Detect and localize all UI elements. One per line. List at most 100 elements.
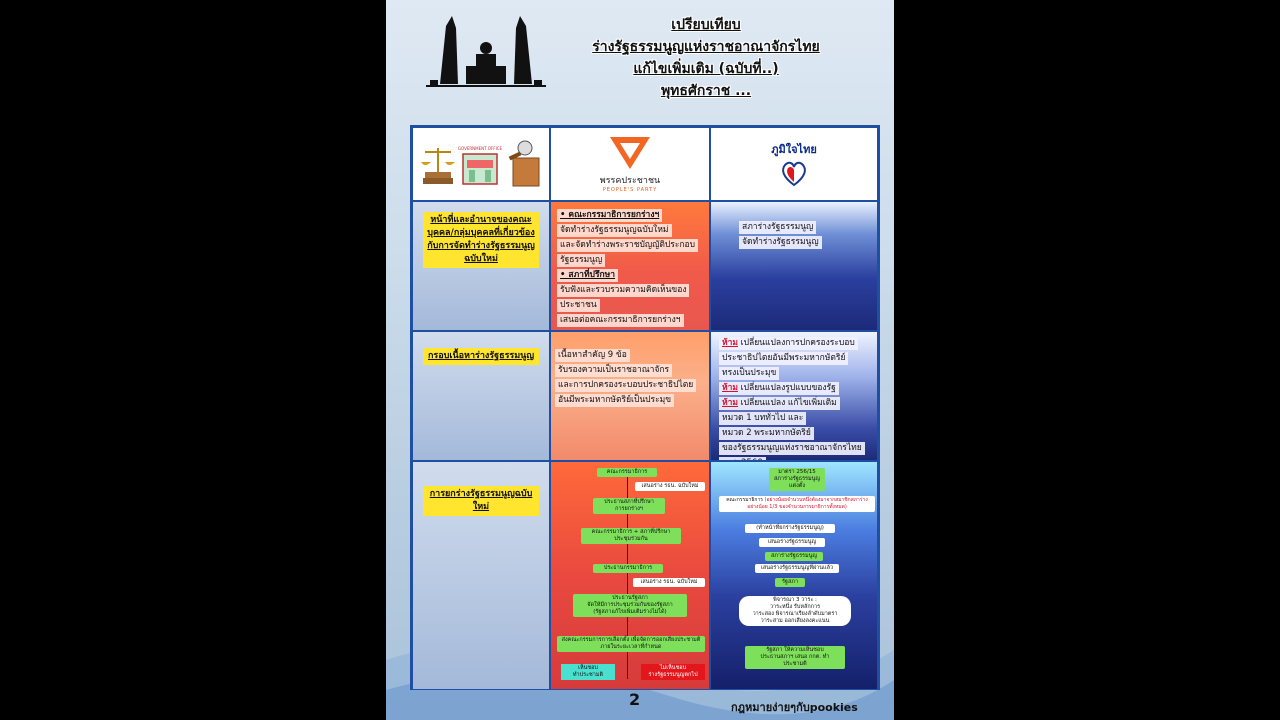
bjt-flow-submit-passed-draft: เสนอร่างรัฐธรรมนูญที่ผ่านแล้ว bbox=[755, 564, 839, 573]
text-line-content: • สภาที่ปรึกษา bbox=[557, 269, 619, 282]
text-line-body: สภาร่างรัฐธรรมนูญ bbox=[742, 222, 814, 232]
bhumjaithai-heart-icon bbox=[782, 161, 806, 187]
text-line-content: ประชาชน bbox=[557, 299, 600, 312]
pp-flow-advisory-chair: ประธานสภาที่ปรึกษา การยกร่างฯ bbox=[593, 498, 665, 514]
text-line-body: ประชาชน bbox=[560, 300, 597, 310]
bjt-flow-committee: คณะกรรมาธิการ (อย่างน้อยจำนวนหนึ่งต้องมา… bbox=[719, 496, 875, 512]
scope-pp-text: เนื้อหาสำคัญ 9 ข้อรับรองความเป็นราชอาณาจ… bbox=[555, 348, 707, 408]
text-line: พ.ศ. 2560 bbox=[719, 456, 877, 460]
text-line-content: อันมีพระมหากษัตริย์เป็นประมุข bbox=[555, 394, 675, 407]
prohibit-word: ห้าม bbox=[722, 338, 738, 348]
podium-judge-icon bbox=[508, 140, 540, 187]
text-line-body: รัฐธรรมนูญ bbox=[560, 255, 603, 265]
scope-bjt-text: ห้าม เปลี่ยนแปลงการปกครองระบอบประชาธิปไต… bbox=[719, 336, 877, 460]
bjt-flow-committee-title: คณะกรรมาธิการ bbox=[726, 497, 763, 503]
text-line-content: รับรองความเป็นราชอาณาจักร bbox=[555, 364, 673, 377]
bhumjaithai-name: ภูมิใจไทย bbox=[771, 143, 817, 156]
text-line: ทรงเป็นประมุข bbox=[719, 366, 877, 381]
text-line-content: หมวด 1 บททั่วไป และ bbox=[719, 412, 807, 425]
text-line: และการปกครองระบอบประชาธิปไตย bbox=[555, 378, 707, 393]
peoples-party-logo-cell: พรรคประชาชน PEOPLE'S PARTY bbox=[550, 127, 710, 201]
table-row-logos: GOVERNMENT OFFICE พรรคประชาชน PEOPLE'S P… bbox=[412, 127, 878, 201]
government-building-icon: GOVERNMENT OFFICE bbox=[458, 146, 503, 185]
duty-bjt-text: สภาร่างรัฐธรรมนูญจัดทำร่างรัฐธรรมนูญ bbox=[739, 220, 869, 250]
text-line: อันมีพระมหากษัตริย์เป็นประมุข bbox=[555, 393, 707, 408]
pp-flow-joint-meeting: คณะกรรมาธิการ + สภาที่ปรึกษา ประชุมร่วมก… bbox=[581, 528, 681, 544]
text-line: • คณะกรรมาธิการยกร่างฯ bbox=[557, 208, 707, 223]
text-line: ประชาธิปไตยอันมีพระมหากษัตริย์ bbox=[719, 351, 877, 366]
text-line-body: หมวด 1 บททั่วไป และ bbox=[722, 413, 804, 423]
title-line-3: แก้ไขเพิ่มเติม (ฉบับที่..) bbox=[633, 61, 779, 77]
table-row-duty: หน้าที่และอำนาจของคณะบุคคล/กลุ่มบุคคลที่… bbox=[412, 201, 878, 331]
text-line-body: • สภาที่ปรึกษา bbox=[560, 270, 616, 280]
text-line: • สภาที่ปรึกษา bbox=[557, 268, 707, 283]
title-line-1: เปรียบเทียบ bbox=[671, 17, 741, 33]
process-label: การยกร่างรัฐธรรมนูญฉบับใหม่ bbox=[423, 486, 539, 516]
text-line-body: รับฟังและรวบรวมความคิดเห็นของ bbox=[560, 285, 687, 295]
text-line-body: จัดทำร่างรัฐธรรมนูญ bbox=[742, 237, 819, 247]
peoples-party-logo-icon bbox=[610, 137, 650, 169]
pp-flow-committee-chair: ประธานกรรมาธิการ bbox=[593, 564, 663, 573]
text-line-body: ของรัฐธรรมนูญแห่งราชอาณาจักรไทย bbox=[722, 443, 862, 453]
scales-of-justice-icon bbox=[421, 148, 455, 184]
scope-label: กรอบเนื้อหาร่างรัฐธรรมนูญ bbox=[423, 348, 539, 365]
text-line: หมวด 2 พระมหากษัตริย์ bbox=[719, 426, 877, 441]
text-line: ห้าม เปลี่ยนแปลง แก้ไขเพิ่มเติม bbox=[719, 396, 877, 411]
text-line: รัฐธรรมนูญ bbox=[557, 253, 707, 268]
bjt-flow-committee-note: (อย่างน้อยจำนวนหนึ่งต้องมาจากสมาชิกสภาร่… bbox=[747, 497, 868, 510]
text-line-body: เปลี่ยนแปลงการปกครองระบอบ bbox=[737, 338, 855, 348]
pp-flow-submit-draft-2: เสนอร่าง รธน. ฉบับใหม่ bbox=[633, 578, 705, 587]
text-line-content: หมวด 2 พระมหากษัตริย์ bbox=[719, 427, 814, 440]
duty-label-cell: หน้าที่และอำนาจของคณะบุคคล/กลุ่มบุคคลที่… bbox=[412, 201, 550, 331]
pp-flow-committee: คณะกรรมาธิการ bbox=[597, 468, 657, 477]
text-line-body: ประชาธิปไตยอันมีพระมหากษัตริย์ bbox=[722, 353, 846, 363]
bjt-flow-three-readings: พิจารณา 3 วาระ : วาระหนึ่ง รับหลักการ วา… bbox=[739, 596, 851, 626]
text-line-content: และการปกครองระบอบประชาธิปไตย bbox=[555, 379, 697, 392]
gov-office-icons: GOVERNMENT OFFICE bbox=[421, 140, 540, 187]
text-line-body: เปลี่ยนแปลง แก้ไขเพิ่มเติม bbox=[737, 398, 837, 408]
text-line-content: ห้าม เปลี่ยนแปลงการปกครองระบอบ bbox=[719, 337, 858, 350]
duty-label: หน้าที่และอำนาจของคณะบุคคล/กลุ่มบุคคลที่… bbox=[423, 212, 539, 268]
process-pp-cell: คณะกรรมาธิการ เสนอร่าง รธน. ฉบับใหม่ ประ… bbox=[550, 461, 710, 690]
process-bjt-cell: มาตรา 256/15 สภาร่างรัฐธรรมนูญ แต่งตั้ง … bbox=[710, 461, 878, 690]
table-row-scope: กรอบเนื้อหาร่างรัฐธรรมนูญ เนื้อหาสำคัญ 9… bbox=[412, 331, 878, 461]
text-line-body: เปลี่ยนแปลงรูปแบบของรัฐ bbox=[737, 383, 836, 393]
text-line: ห้าม เปลี่ยนแปลงการปกครองระบอบ bbox=[719, 336, 877, 351]
pp-flow-reject: ไม่เห็นชอบ ร่างรัฐธรรมนูญตกไป bbox=[641, 664, 705, 680]
peoples-party-name: พรรคประชาชน bbox=[599, 176, 661, 186]
duty-bjt-cell: สภาร่างรัฐธรรมนูญจัดทำร่างรัฐธรรมนูญ bbox=[710, 201, 878, 331]
text-line-content: ห้าม เปลี่ยนแปลงรูปแบบของรัฐ bbox=[719, 382, 839, 395]
text-line-content: จัดทำร่างรัฐธรรมนูญ bbox=[739, 236, 822, 249]
credit-text: กฎหมายง่ายๆกับpookies bbox=[731, 701, 858, 714]
pp-flow-election-commission: ส่งคณะกรรมการการเลือกตั้ง เพื่อจัดการออก… bbox=[557, 636, 705, 652]
text-line-content: เสนอต่อคณะกรรมาธิการยกร่างฯ bbox=[557, 314, 684, 327]
scope-label-cell: กรอบเนื้อหาร่างรัฐธรรมนูญ bbox=[412, 331, 550, 461]
text-line-content: จัดทำร่างรัฐธรรมนูญฉบับใหม่ bbox=[557, 224, 672, 237]
text-line: จัดทำร่างรัฐธรรมนูญ bbox=[739, 235, 869, 250]
bjt-flow-submit-draft: เสนอร่างรัฐธรรมนูญ bbox=[759, 538, 825, 547]
scope-pp-cell: เนื้อหาสำคัญ 9 ข้อรับรองความเป็นราชอาณาจ… bbox=[550, 331, 710, 461]
bjt-flow-parliament-approve: รัฐสภา ให้ความเห็นชอบ ประธานสภาฯ เสนอ กก… bbox=[745, 646, 845, 669]
text-line-content: รัฐธรรมนูญ bbox=[557, 254, 606, 267]
text-line-content: ทรงเป็นประมุข bbox=[719, 367, 780, 380]
text-line: รับรองความเป็นราชอาณาจักร bbox=[555, 363, 707, 378]
text-line-content: รับฟังและรวบรวมความคิดเห็นของ bbox=[557, 284, 690, 297]
text-line-body: และจัดทำร่างพระราชบัญญัติประกอบ bbox=[560, 240, 696, 250]
comparison-table: GOVERNMENT OFFICE พรรคประชาชน PEOPLE'S P… bbox=[410, 125, 880, 690]
duty-pp-cell: • คณะกรรมาธิการยกร่างฯจัดทำร่างรัฐธรรมนู… bbox=[550, 201, 710, 331]
text-line: สภาร่างรัฐธรรมนูญ bbox=[739, 220, 869, 235]
bjt-flow-constituent-assembly: สภาร่างรัฐธรรมนูญ bbox=[765, 552, 823, 561]
text-line: ของรัฐธรรมนูญแห่งราชอาณาจักรไทย bbox=[719, 441, 877, 456]
text-line: เสนอต่อคณะกรรมาธิการยกร่างฯ bbox=[557, 313, 707, 328]
text-line-content: และจัดทำร่างพระราชบัญญัติประกอบ bbox=[557, 239, 699, 252]
text-line: และจัดทำร่างพระราชบัญญัติประกอบ bbox=[557, 238, 707, 253]
bjt-flow-committee-duty: (ทำหน้าที่ยกร่างรัฐธรรมนูญ) bbox=[745, 524, 835, 533]
text-line-body: • คณะกรรมาธิการยกร่างฯ bbox=[560, 210, 660, 220]
process-label-cell: การยกร่างรัฐธรรมนูญฉบับใหม่ bbox=[412, 461, 550, 690]
text-line: เนื้อหาสำคัญ 9 ข้อ bbox=[555, 348, 707, 363]
text-line-content: ห้าม เปลี่ยนแปลง แก้ไขเพิ่มเติม bbox=[719, 397, 840, 410]
text-line-content: • คณะกรรมาธิการยกร่างฯ bbox=[557, 209, 663, 222]
text-line-content: พ.ศ. 2560 bbox=[719, 457, 766, 460]
title-line-4: พุทธศักราช ... bbox=[660, 83, 752, 99]
infographic-page: เปรียบเทียบ ร่างรัฐธรรมนูญแห่งราชอาณาจัก… bbox=[386, 0, 894, 720]
